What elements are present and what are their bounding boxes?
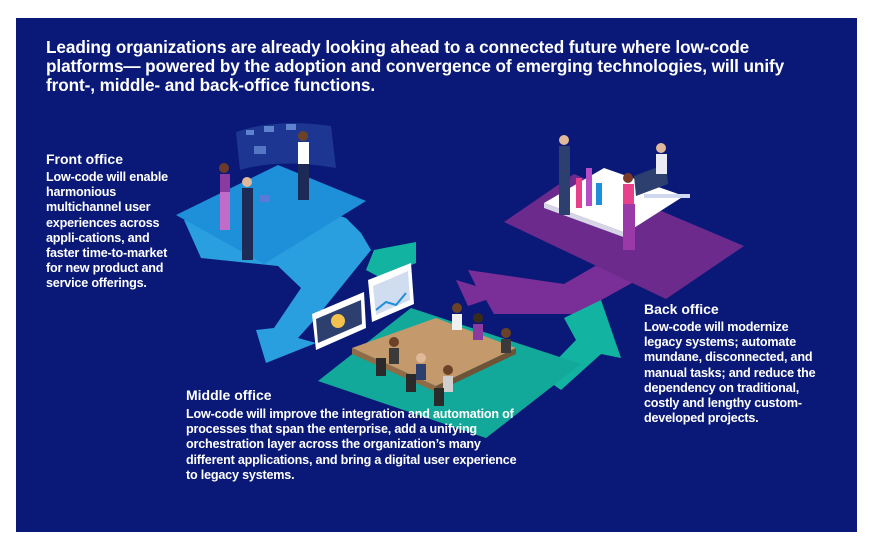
back-to-middle-arrow	[456, 254, 641, 314]
back-office-team	[544, 135, 690, 250]
back-office-description: Low-code will modernize legacy systems; …	[644, 320, 816, 426]
front-office-people	[219, 123, 336, 260]
front-office-platform	[176, 165, 366, 264]
middle-office-meeting	[312, 263, 516, 406]
front-office-title: Front office	[46, 151, 123, 167]
infographic-panel: Leading organizations are already lookin…	[16, 18, 857, 532]
middle-office-title: Middle office	[186, 387, 272, 403]
headline: Leading organizations are already lookin…	[46, 37, 785, 95]
middle-left-arrow	[366, 242, 416, 278]
office-illustration	[176, 123, 744, 438]
back-office-title: Back office	[644, 301, 719, 317]
front-to-middle-arrow	[184, 208, 371, 363]
middle-office-description: Low-code will improve the integration an…	[186, 407, 517, 482]
front-office-description: Low-code will enable harmonious multicha…	[46, 170, 168, 291]
